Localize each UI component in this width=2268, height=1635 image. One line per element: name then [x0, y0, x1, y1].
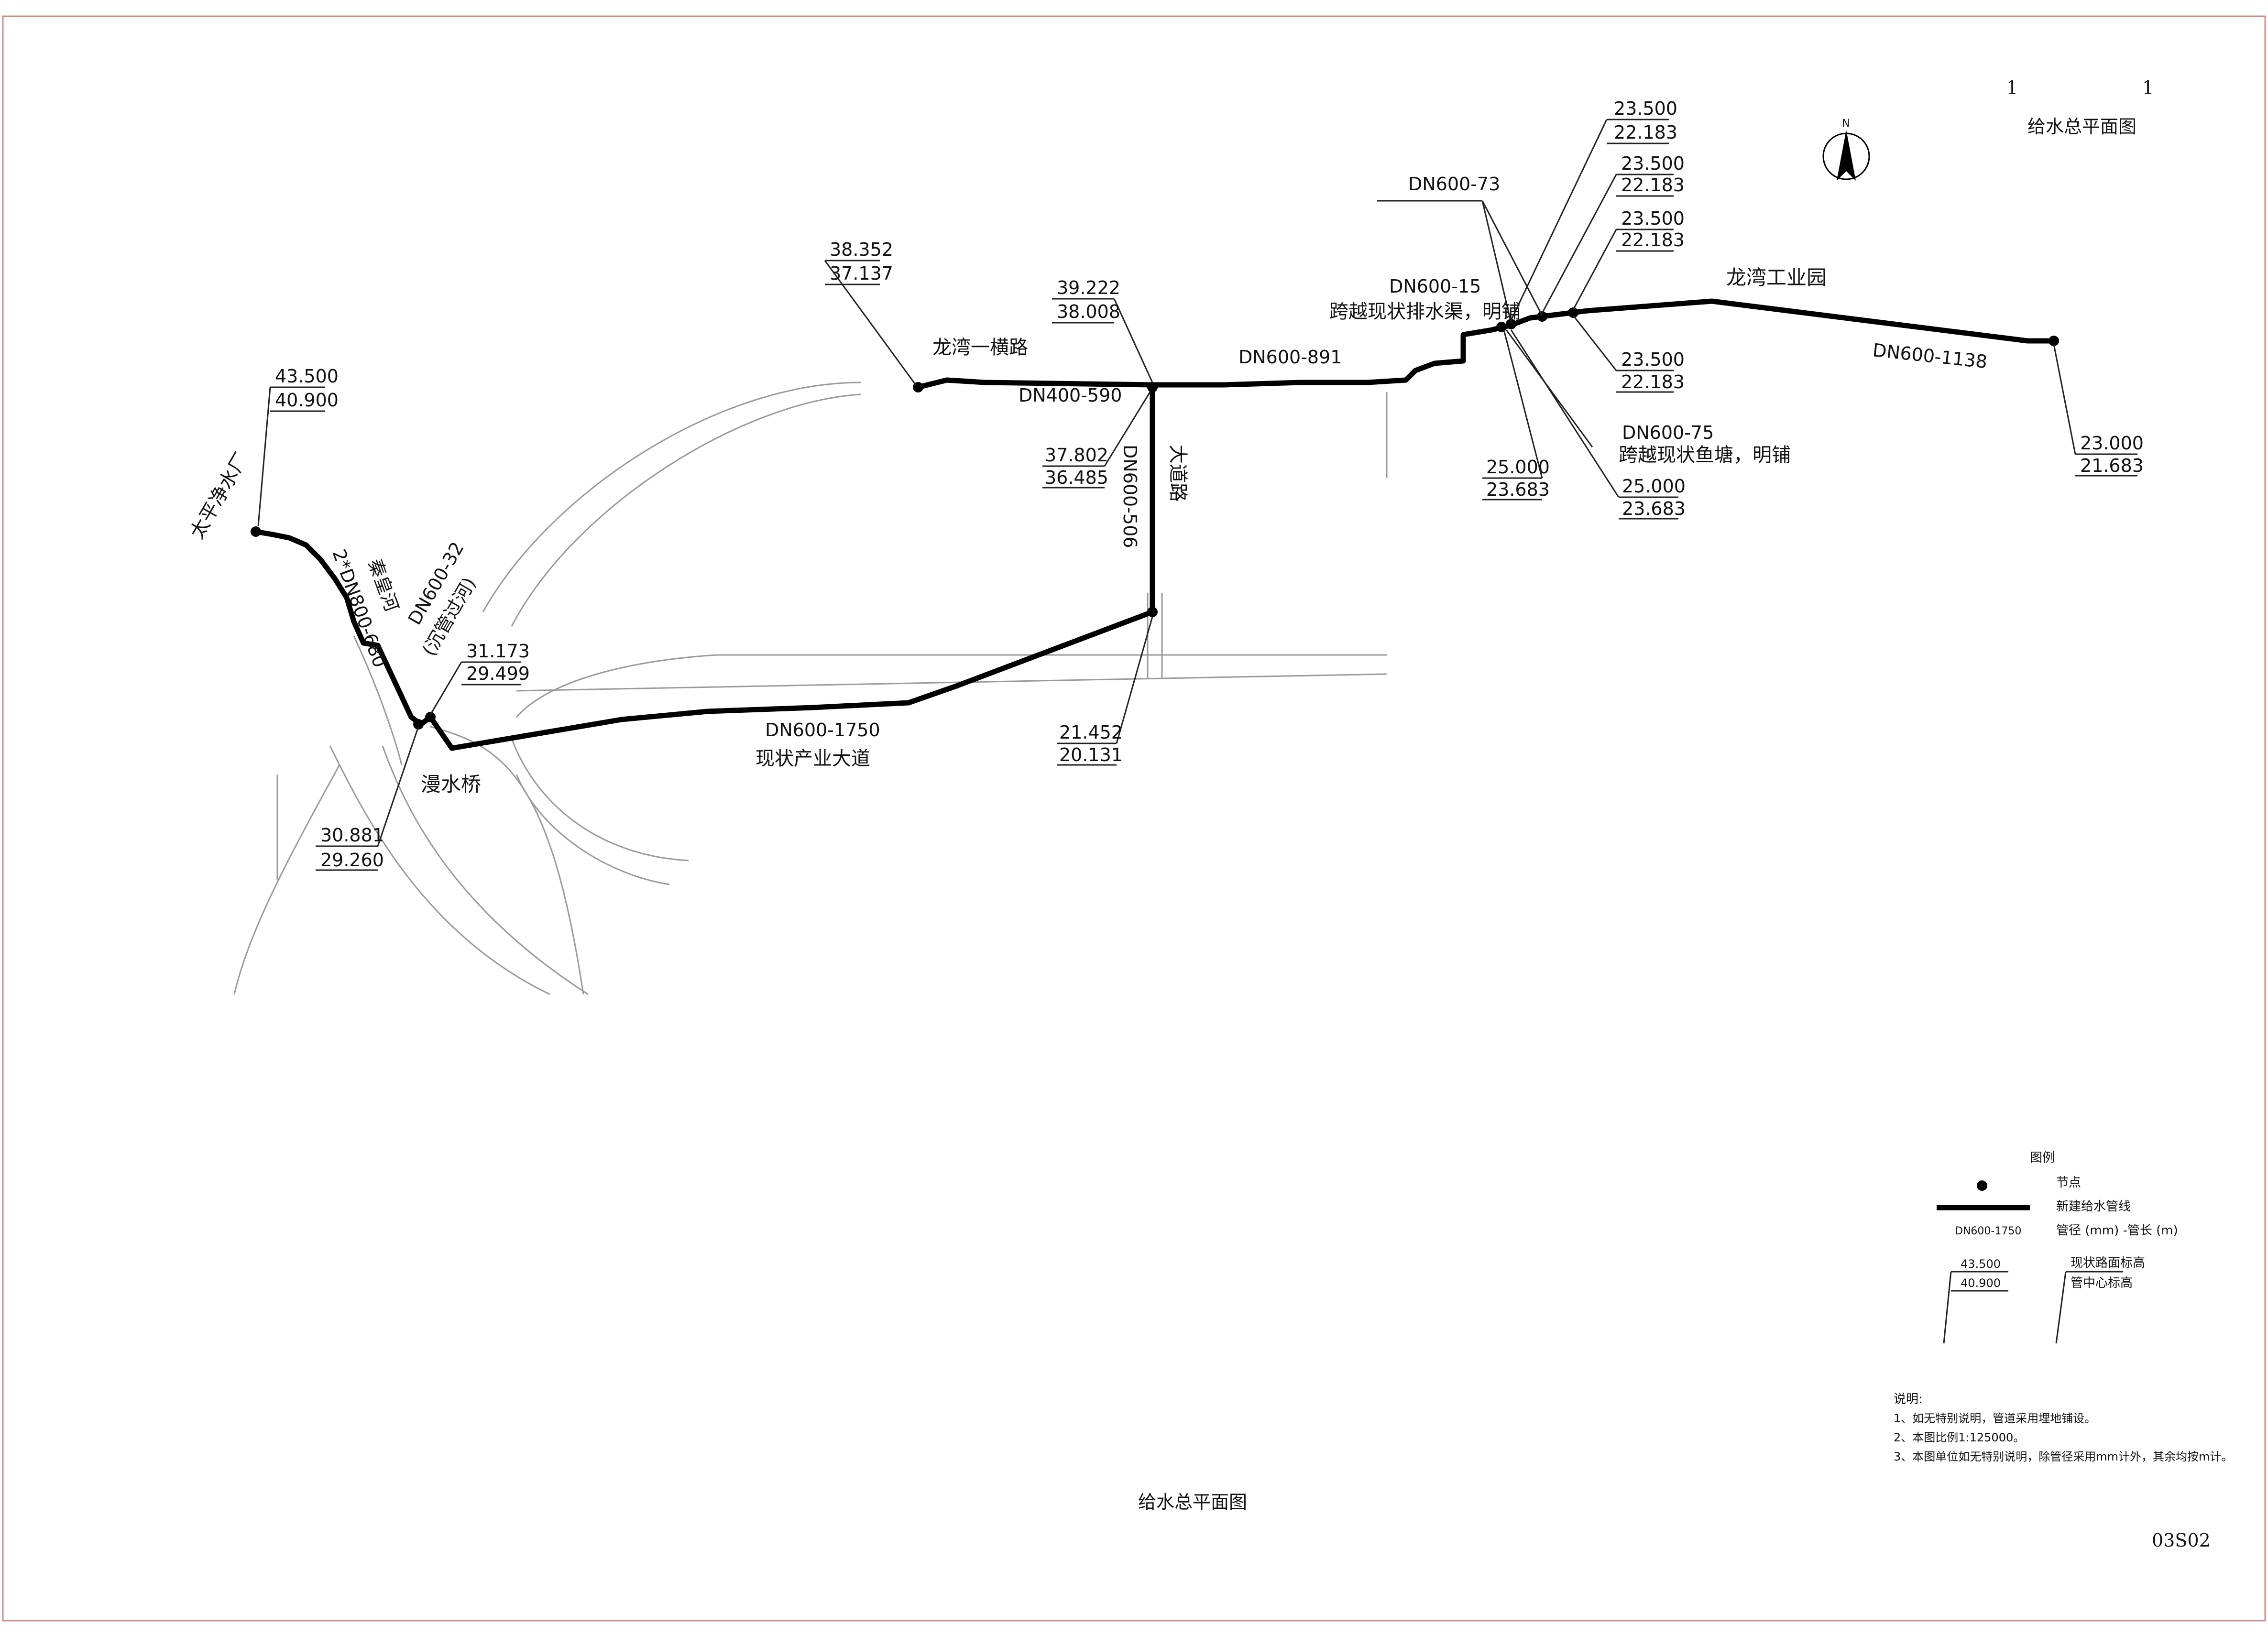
elev-pipe-11: 23.683 [1486, 479, 1550, 500]
elev-road-10: 23.500 [1621, 349, 1685, 370]
elev-road-4: 39.222 [1057, 277, 1120, 298]
elev-pipe-8: 22.183 [1621, 174, 1685, 196]
legend-road-elev-desc: 现状路面标高 [2071, 1256, 2145, 1270]
legend-title: 图例 [2030, 1151, 2055, 1165]
label-plant: 太平净水厂 [186, 449, 253, 543]
label-drain-cross: 跨越现状排水渠，明铺 [1329, 301, 1521, 323]
legend-node: 节点 [2056, 1176, 2081, 1190]
label-bridge: 漫水桥 [421, 773, 481, 796]
legend-pipe-sample: DN600-1750 [1955, 1225, 2021, 1237]
elev-road-11: 25.000 [1486, 457, 1550, 478]
drawing-number: 03S02 [2152, 1530, 2211, 1551]
page-right-number: 1 [2142, 77, 2154, 98]
legend-node-icon [1977, 1180, 1987, 1191]
elev-pipe-9: 22.183 [1621, 229, 1685, 251]
label-pipe-p7: DN600-15 [1389, 276, 1481, 297]
elev-pipe-13: 21.683 [2080, 455, 2144, 476]
elev-road-3: 38.352 [830, 239, 893, 260]
elev-road-1: 31.173 [466, 641, 530, 662]
elevation-values: 43.500 40.900 31.173 29.499 30.881 29.26… [275, 98, 2144, 871]
notes-title: 说明: [1894, 1392, 1923, 1406]
page-left-number: 1 [2006, 77, 2018, 98]
elevation-leaders [257, 119, 2137, 871]
elev-road-8: 23.500 [1621, 153, 1685, 174]
node-junction-south [1147, 607, 1158, 617]
notes: 说明: 1、如无特别说明，管道采用埋地铺设。 2、本图比例1:125000。 3… [1894, 1392, 2233, 1463]
label-pipe-p5: DN400-590 [1019, 385, 1122, 406]
node-drain-a [1496, 322, 1507, 332]
node-junction-north [1147, 382, 1158, 392]
svg-text:N: N [1842, 118, 1850, 130]
elev-road-0: 43.500 [275, 366, 339, 387]
label-pipe-p4: DN600-506 [1119, 445, 1140, 548]
legend-elev-road: 43.500 [1961, 1257, 2001, 1271]
label-road1: 龙湾一横路 [932, 337, 1028, 359]
label-road2: 大道路 [1167, 445, 1189, 502]
legend-pipe-elev-desc: 管中心标高 [2071, 1276, 2133, 1290]
elev-pipe-0: 40.900 [275, 390, 339, 411]
pipe-nodes [251, 307, 2059, 730]
note-3: 3、本图单位如无特别说明，除管径采用mm计外，其余均按m计。 [1894, 1450, 2233, 1463]
label-pond-cross: 跨越现状鱼塘，明铺 [1619, 444, 1791, 466]
legend-elev-pipe: 40.900 [1961, 1276, 2001, 1290]
elev-pipe-12: 23.683 [1622, 498, 1686, 519]
sheet-border [2, 15, 2266, 1622]
title-block-top: 1 1 给水总平面图 [2006, 77, 2154, 137]
node-bridge-a [413, 719, 424, 730]
label-pipe-p3: DN600-1750 [765, 719, 880, 741]
elev-road-6: 21.452 [1059, 722, 1123, 743]
label-industrial-road: 现状产业大道 [756, 748, 870, 770]
legend: 图例 节点 新建给水管线 DN600-1750 管径 (mm) -管长 (m) … [1937, 1151, 2178, 1344]
elev-pipe-6: 20.131 [1059, 744, 1123, 765]
note-1: 1、如无特别说明，管道采用埋地铺设。 [1894, 1412, 2096, 1425]
legend-pipe-desc: 管径 (mm) -管长 (m) [2056, 1223, 2178, 1238]
elev-road-5: 37.802 [1045, 445, 1108, 466]
node-plant [251, 526, 261, 537]
node-pond-b [1568, 307, 1578, 318]
elev-pipe-7: 22.183 [1614, 122, 1677, 143]
elev-road-9: 23.500 [1621, 208, 1685, 229]
title-bottom: 给水总平面图 [1138, 1492, 1247, 1513]
label-pipe-p6: DN600-891 [1238, 347, 1342, 368]
elev-pipe-10: 22.183 [1621, 371, 1685, 392]
north-arrow-icon: N [1822, 118, 1870, 181]
label-pipe-p9: DN600-75 [1622, 422, 1714, 443]
legend-new-pipe: 新建给水管线 [2056, 1199, 2131, 1214]
elev-pipe-4: 38.008 [1057, 301, 1120, 322]
elev-pipe-2: 29.260 [320, 850, 384, 871]
elev-pipe-5: 36.485 [1045, 467, 1108, 488]
elev-road-12: 25.000 [1622, 476, 1686, 497]
elev-road-7: 23.500 [1614, 98, 1677, 119]
node-drain-b [1506, 319, 1516, 329]
note-2: 2、本图比例1:125000。 [1894, 1431, 2025, 1444]
elev-road-13: 23.000 [2080, 433, 2144, 454]
elev-pipe-1: 29.499 [466, 663, 530, 684]
node-pond-a [1537, 311, 1547, 322]
title-top: 给水总平面图 [2027, 116, 2137, 137]
node-park-east [2049, 336, 2059, 346]
label-pipe-p10: DN600-1138 [1872, 339, 1988, 372]
elev-road-2: 30.881 [320, 825, 384, 846]
label-park: 龙湾工业园 [1726, 266, 1827, 289]
elev-pipe-3: 37.137 [830, 263, 893, 284]
existing-roads [233, 382, 1388, 995]
label-pipe-p8: DN600-73 [1408, 174, 1500, 195]
node-bridge-b [425, 712, 436, 722]
